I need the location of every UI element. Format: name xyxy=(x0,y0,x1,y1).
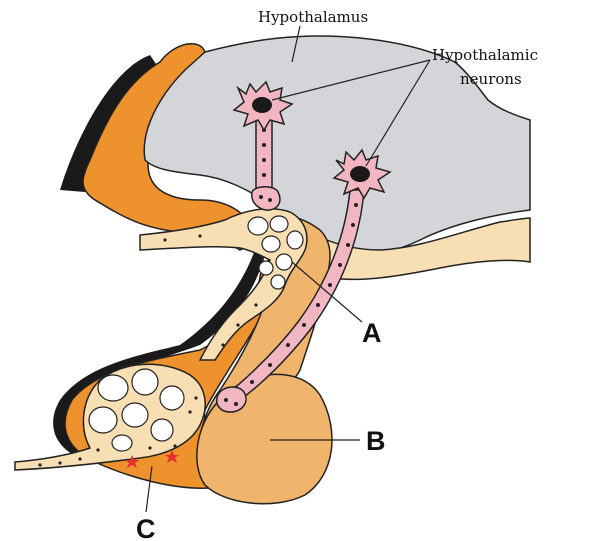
label-b: B xyxy=(366,426,386,456)
label-hypothalamus: Hypothalamus xyxy=(258,8,368,26)
label-c: C xyxy=(136,514,156,541)
label-a: A xyxy=(362,318,382,348)
neuron-1-nucleus xyxy=(252,97,272,113)
neuron-2-terminal xyxy=(217,387,246,412)
neuron-2-nucleus xyxy=(350,166,370,182)
label-neurons-line2: neurons xyxy=(460,70,522,88)
neuron-1-terminal xyxy=(252,187,280,210)
label-neurons-line1: Hypothalamic xyxy=(432,46,538,64)
